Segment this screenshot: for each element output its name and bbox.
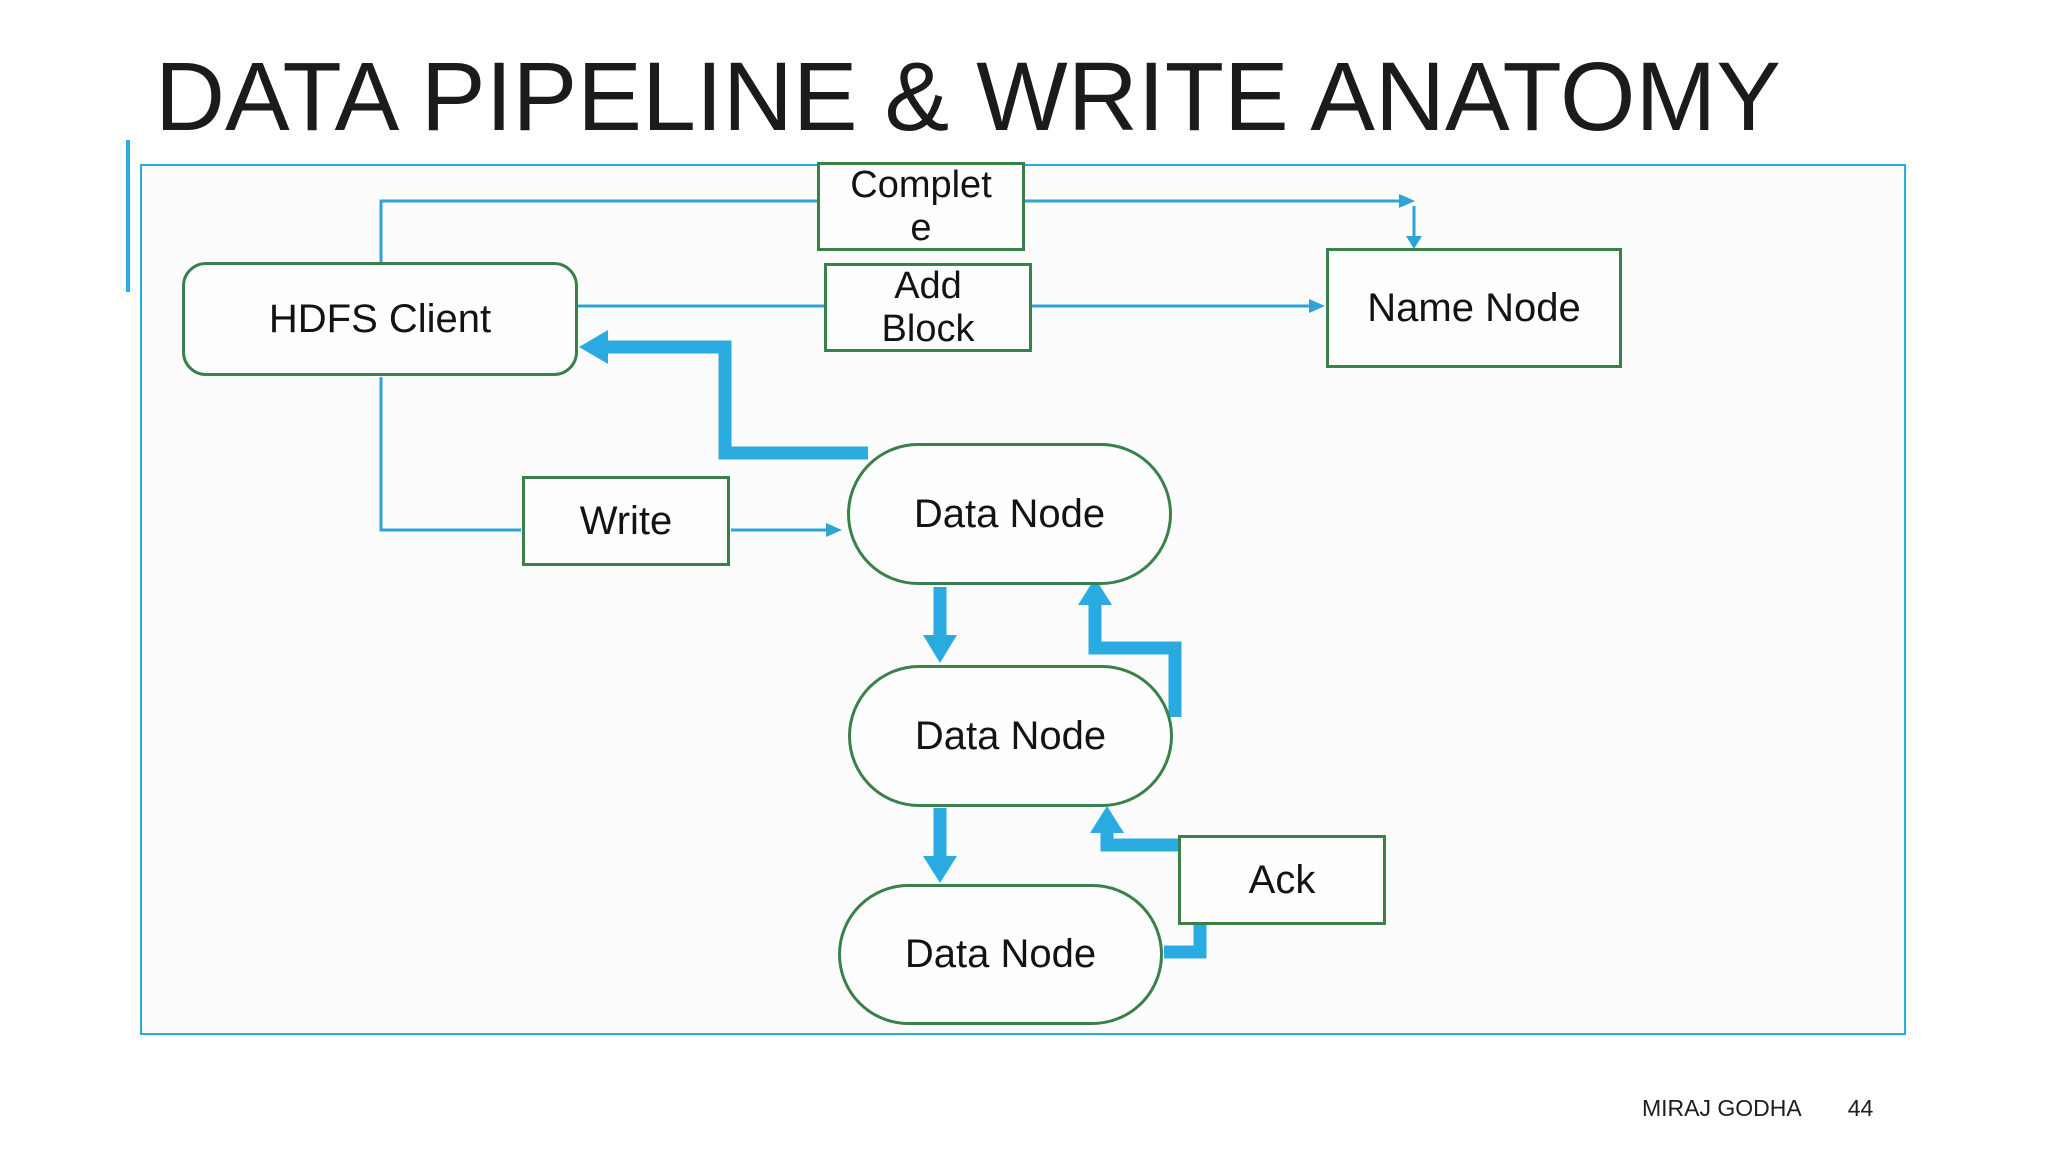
arrowhead-write	[826, 523, 842, 537]
footer-author: MIRAJ GODHA	[1642, 1095, 1802, 1121]
arrowhead-add-block	[1309, 299, 1325, 313]
node-label: Data Node	[904, 932, 1097, 976]
label-box-ack: Ack	[1178, 835, 1386, 925]
node-hdfs-client: HDFS Client	[182, 262, 578, 376]
node-label: Data Node	[914, 713, 1107, 758]
slide-footer: MIRAJ GODHA 44	[1642, 1095, 1873, 1122]
node-label: HDFS Client	[268, 296, 492, 341]
connector-ack-to-dn2	[1100, 832, 1178, 852]
arrowhead-dn2-to-dn1-ack	[1078, 578, 1112, 605]
arrowhead-ack-to-client	[579, 330, 608, 364]
node-data-node-1: Data Node	[847, 443, 1172, 585]
slide-title: DATA PIPELINE & WRITE ANATOMY	[155, 42, 1781, 151]
connector-dn2-to-dn1-ack	[1088, 604, 1182, 717]
label-box-write: Write	[522, 476, 730, 566]
footer-page-number: 44	[1847, 1095, 1874, 1121]
arrowhead-ack-to-dn2	[1090, 806, 1124, 833]
node-label: Add Block	[881, 264, 975, 350]
node-data-node-2: Data Node	[848, 665, 1173, 807]
arrowhead-dn1-to-dn2	[923, 635, 957, 663]
connector-ack-to-client	[607, 340, 868, 460]
node-label: Ack	[1248, 857, 1316, 902]
connector-write-line	[379, 377, 521, 532]
connector-dn3-to-ack	[1164, 925, 1207, 959]
label-box-add-block: Add Block	[824, 263, 1032, 352]
node-label: Data Node	[913, 491, 1106, 536]
node-label: Name Node	[1367, 285, 1581, 330]
accent-line	[126, 140, 130, 292]
label-box-complete: Complete	[817, 162, 1025, 251]
arrowhead-complete-right	[1399, 194, 1415, 208]
node-data-node-3: Data Node	[838, 884, 1163, 1025]
connector-complete-line	[379, 199, 1400, 263]
node-label: Complete	[850, 163, 992, 249]
arrowhead-dn2-to-dn3	[923, 856, 957, 883]
node-name-node: Name Node	[1326, 248, 1622, 368]
node-label: Write	[579, 498, 673, 543]
arrowhead-complete-down	[1406, 236, 1422, 249]
